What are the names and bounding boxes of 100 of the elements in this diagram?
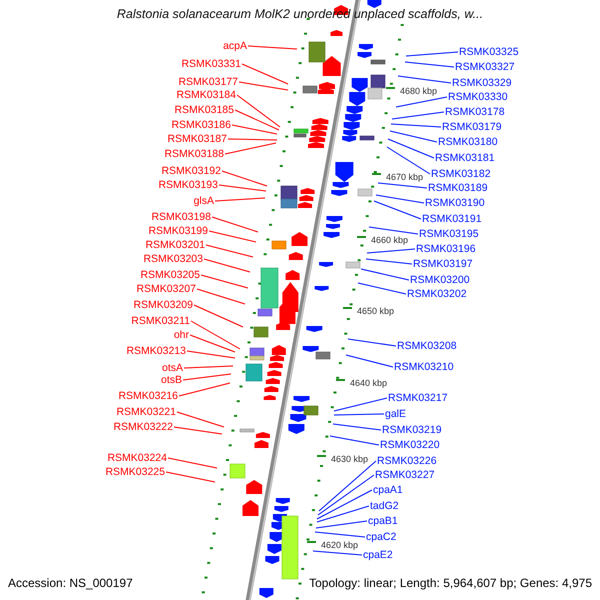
leader-line (316, 490, 372, 520)
gene-label: RSMK03222 (113, 421, 173, 433)
gene-label: RSMK03217 (388, 392, 448, 404)
gene-label: RSMK03211 (131, 315, 190, 327)
leader-line (190, 320, 240, 350)
leader-line (222, 170, 268, 186)
gene-label: cpaC2 (366, 531, 396, 543)
gene-label: RSMK03187 (167, 133, 227, 145)
gene-label: RSMK03203 (143, 253, 203, 265)
leader-line (178, 382, 230, 396)
leader-line (390, 130, 438, 142)
gene-label: RSMK03207 (136, 283, 196, 295)
gene-label: RSMK03180 (438, 136, 498, 148)
leader-line (378, 182, 428, 188)
gene-label: RSMK03325 (459, 46, 519, 58)
leader-line (358, 282, 406, 294)
leader-line (234, 110, 280, 130)
leader-line (204, 258, 250, 272)
gene-label: cpaE2 (363, 549, 393, 561)
gene-label: RSMK03181 (435, 152, 495, 164)
gene-label: RSMK03208 (397, 340, 457, 352)
gene-label: RSMK03200 (410, 274, 470, 286)
leader-line (398, 76, 452, 84)
leader-line (182, 374, 232, 380)
gene-label: RSMK03179 (442, 121, 502, 133)
gene-label: RSMK03220 (380, 439, 440, 451)
gene-label: RSMK03329 (452, 77, 512, 89)
gene-label: RSMK03224 (107, 452, 167, 464)
leader-line (184, 366, 234, 368)
gene-label: RSMK03198 (151, 211, 211, 223)
gene-label: cpaB1 (368, 515, 398, 527)
gene-label: RSMK03327 (455, 61, 515, 73)
gene-label: RSMK03185 (174, 104, 234, 116)
leader-line (390, 124, 442, 128)
leader-line (386, 146, 430, 174)
gene-label: otsB (160, 374, 182, 386)
gene-label: RSMK03182 (431, 168, 491, 180)
leader-line (190, 334, 236, 352)
leader-line (236, 94, 280, 128)
leader-line (332, 424, 382, 430)
leader-line (206, 244, 254, 258)
leader-line (334, 414, 384, 416)
leader-line (196, 288, 246, 304)
gene-label: RSMK03202 (407, 288, 467, 300)
scale-tick-label: 4670 kbp (386, 172, 424, 182)
gene-label: RSMK03216 (118, 390, 178, 402)
gene-label: ohr (174, 329, 189, 341)
leader-line (168, 458, 218, 468)
gene-label: glsA (194, 195, 214, 207)
gene-label: RSMK03219 (382, 424, 442, 436)
leader-line (318, 460, 376, 512)
gene-label: RSMK03227 (375, 469, 435, 481)
leader-line (334, 398, 388, 412)
leader-line (346, 354, 394, 368)
leader-line (392, 112, 444, 120)
scale-tick-label: 4620 kbp (321, 540, 358, 550)
genome-summary-text: Topology: linear; Length: 5,964,607 bp; Genes: 4,975 (309, 576, 592, 590)
gene-label: RSMK03195 (419, 228, 479, 240)
gene-label: RSMK03177 (178, 76, 238, 88)
leader-line (232, 124, 278, 134)
leader-line (186, 350, 236, 358)
leader-line (176, 412, 224, 428)
leader-line (404, 62, 454, 68)
gene-label: RSMK03330 (448, 91, 508, 103)
leader-line (388, 138, 434, 158)
leader-line (330, 436, 380, 446)
gene-label: RSMK03186 (171, 119, 231, 131)
gene-label: RSMK03193 (158, 179, 218, 191)
leader-line (314, 532, 366, 538)
gene-label: RSMK03197 (413, 258, 473, 270)
gene-label: RSMK03209 (133, 299, 193, 311)
scale-tick-label: 4650 kbp (357, 306, 394, 316)
gene-label: RSMK03205 (140, 269, 200, 281)
gene-label: RSMK03196 (416, 243, 476, 255)
gene-label: cpaA1 (373, 484, 403, 496)
gene-label: RSMK03184 (176, 89, 236, 101)
leader-line (224, 142, 276, 154)
gene-label: galE (385, 408, 406, 420)
gene-label: RSMK03210 (394, 361, 454, 373)
gene-label: RSMK03199 (148, 225, 208, 237)
gene-label: RSMK03221 (116, 406, 176, 418)
leader-line (228, 138, 278, 140)
leader-line (360, 268, 410, 280)
leader-line (312, 550, 362, 556)
gene-label: RSMK03331 (181, 58, 241, 70)
accession-text: Accession: NS_000197 (8, 576, 133, 590)
gene-label: RSMK03178 (445, 106, 505, 118)
leader-line (212, 216, 258, 232)
gene-label: RSMK03191 (422, 213, 482, 225)
leader-line (366, 258, 412, 264)
leader-line (208, 230, 256, 242)
gene-label: RSMK03226 (377, 455, 437, 467)
leader-line (218, 184, 266, 192)
leader-line (318, 474, 374, 516)
leader-line (214, 198, 266, 202)
leader-line (194, 304, 244, 328)
leader-line (242, 64, 288, 84)
gene-label: tadG2 (370, 500, 399, 512)
gene-label: acpA (223, 40, 247, 52)
scale-tick-label: 4660 kbp (371, 235, 408, 245)
